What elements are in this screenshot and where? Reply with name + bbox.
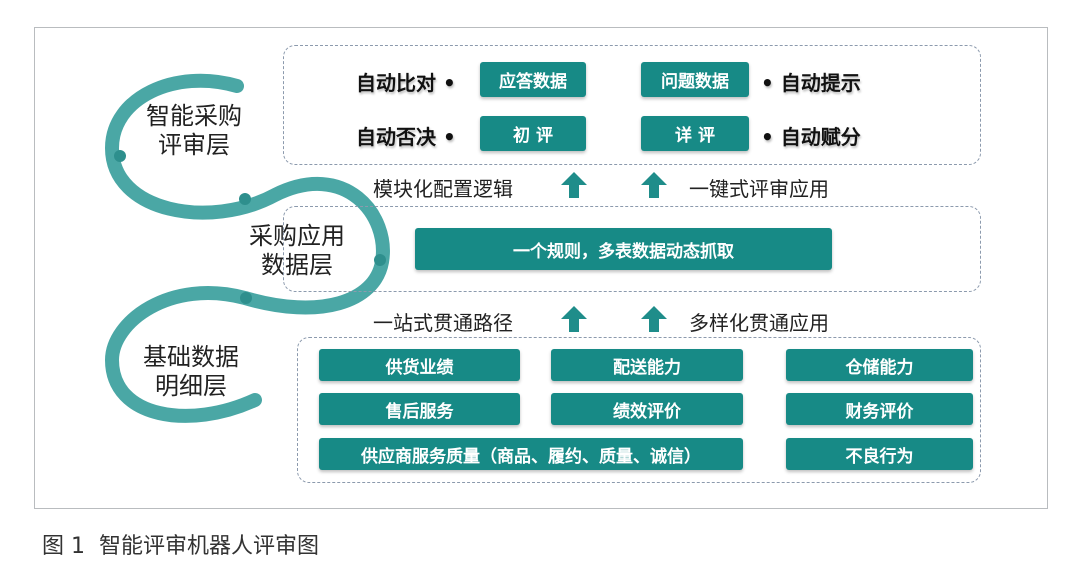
box-issue-data: 问题数据 — [641, 62, 749, 97]
up-arrow-icon — [561, 306, 587, 332]
box-initial-review: 初 评 — [480, 116, 586, 151]
connector-lower-left: 一站式贯通路径 — [373, 311, 513, 335]
box-storage-capacity: 仓储能力 — [786, 349, 973, 381]
box-misconduct: 不良行为 — [786, 438, 973, 470]
feature-auto-compare: 自动比对 • — [356, 71, 456, 95]
up-arrow-icon — [561, 172, 587, 198]
up-arrow-icon — [641, 306, 667, 332]
feature-auto-score: • 自动赋分 — [761, 125, 861, 149]
figure-caption: 图 1 智能评审机器人评审图 — [42, 528, 319, 560]
box-response-data: 应答数据 — [480, 62, 586, 97]
bottom-layer-group — [297, 337, 981, 483]
spiral-dot — [374, 254, 386, 266]
spiral-dot — [240, 292, 252, 304]
connector-upper-left: 模块化配置逻辑 — [373, 177, 513, 201]
spiral-dot — [114, 150, 126, 162]
box-supplier-service-quality: 供应商服务质量（商品、履约、质量、诚信） — [319, 438, 743, 470]
box-detailed-review: 详 评 — [641, 116, 749, 151]
layer-label-app-data: 采购应用 数据层 — [249, 222, 345, 279]
connector-upper-right: 一键式评审应用 — [689, 177, 829, 201]
box-performance-eval: 绩效评价 — [551, 393, 743, 425]
box-delivery-capacity: 配送能力 — [551, 349, 743, 381]
box-after-sales: 售后服务 — [319, 393, 520, 425]
box-dynamic-fetch: 一个规则，多表数据动态抓取 — [415, 228, 832, 270]
spiral-dot — [239, 193, 251, 205]
connector-lower-right: 多样化贯通应用 — [689, 311, 829, 335]
caption-number: 图 1 — [42, 534, 85, 559]
top-layer-group — [283, 45, 981, 165]
box-financial-eval: 财务评价 — [786, 393, 973, 425]
layer-label-review: 智能采购 评审层 — [146, 102, 242, 159]
feature-auto-veto: 自动否决 • — [356, 125, 456, 149]
caption-title: 智能评审机器人评审图 — [99, 534, 320, 559]
middle-layer-group — [283, 206, 981, 292]
box-supply-record: 供货业绩 — [319, 349, 520, 381]
feature-auto-hint: • 自动提示 — [761, 71, 861, 95]
layer-label-base-data: 基础数据 明细层 — [143, 343, 239, 400]
up-arrow-icon — [641, 172, 667, 198]
